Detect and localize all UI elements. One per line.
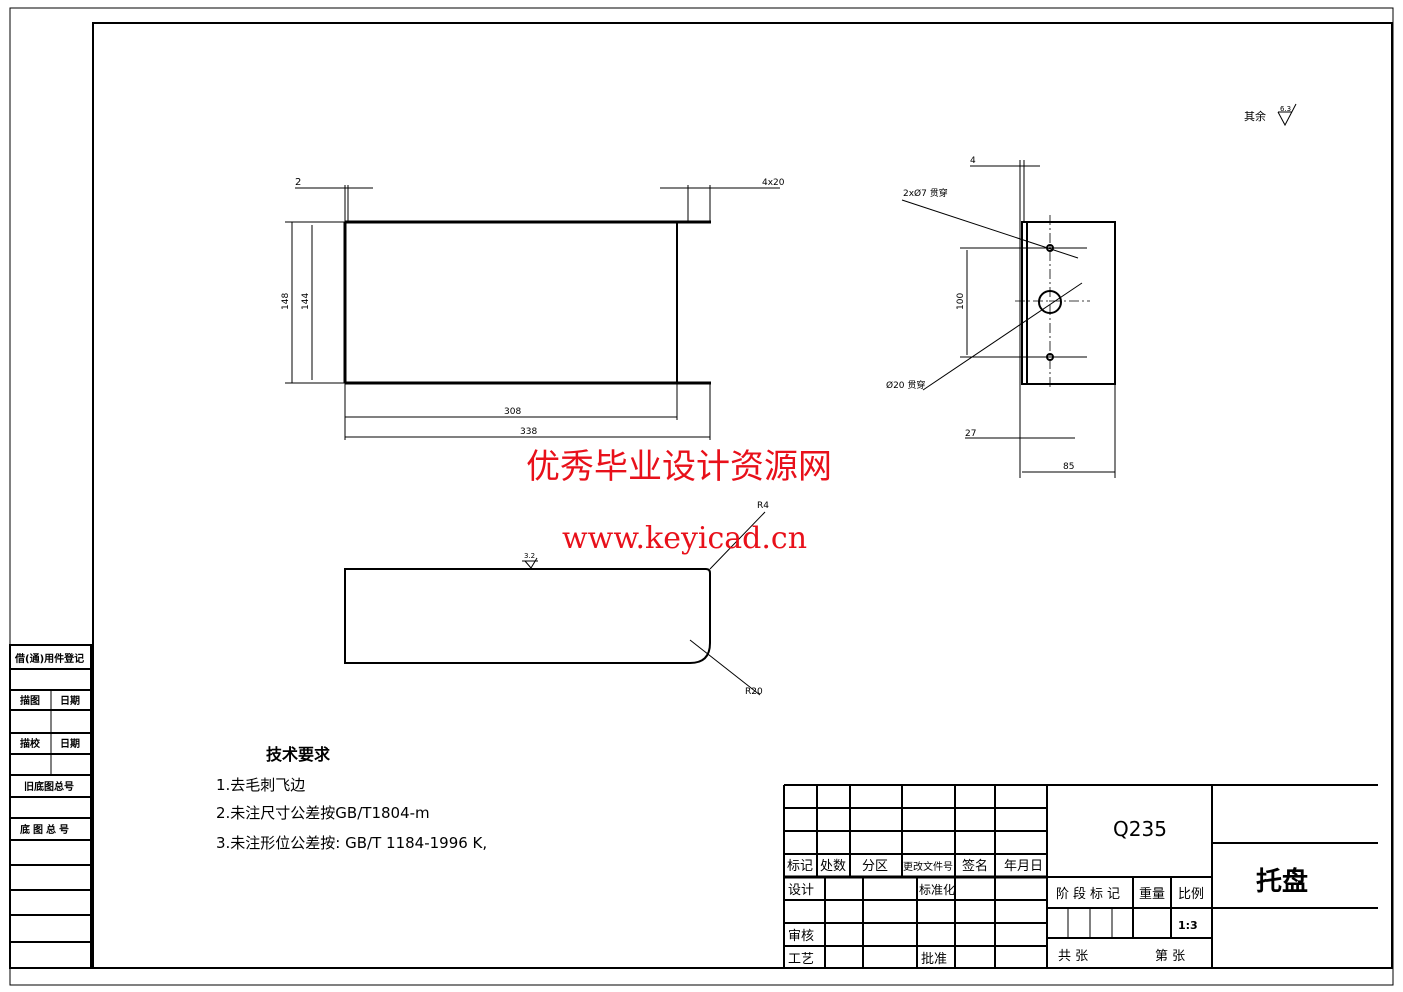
- dim-2: 2: [295, 177, 301, 188]
- dim-85: 85: [1063, 462, 1074, 472]
- register-old-no: 旧底图总号: [24, 780, 74, 793]
- side-view: [901, 160, 1116, 478]
- scale-label: 比例: [1178, 887, 1204, 902]
- dim-27: 27: [965, 429, 976, 439]
- dim-100: 100: [956, 293, 966, 310]
- title-block: [783, 784, 1378, 968]
- stage-mark-label: 阶段标记: [1056, 887, 1124, 902]
- tech-req-title: 技术要求: [266, 745, 331, 764]
- sheet-number: 第 张: [1155, 949, 1185, 964]
- part-name: 托盘: [1256, 866, 1308, 897]
- dim-338: 338: [520, 427, 537, 437]
- watermark-title: 优秀毕业设计资源网: [526, 447, 832, 487]
- register-base-no: 底图总号: [20, 823, 72, 836]
- register-date: 日期: [60, 737, 80, 750]
- register-column: [9, 644, 92, 969]
- dim-r20: R20: [745, 687, 763, 697]
- weight-label: 重量: [1139, 886, 1165, 902]
- material: Q235: [1113, 817, 1167, 841]
- callout-large-hole: Ø20 贯穿: [886, 379, 925, 391]
- roughness-symbol-icon: [1277, 103, 1297, 127]
- watermark-url[interactable]: www.keyicad.cn: [562, 521, 807, 556]
- dim-r4: R4: [757, 501, 769, 511]
- roughness-other-value: 6.3: [1280, 105, 1291, 113]
- dim-308: 308: [504, 407, 521, 417]
- sheets-total: 共 张: [1058, 949, 1088, 964]
- header-mark: 标记: [787, 859, 813, 874]
- roughness-other-label: 其余: [1244, 109, 1266, 123]
- scale-value: 1:3: [1178, 919, 1198, 932]
- approve-label: 批准: [921, 952, 947, 967]
- dim-144: 144: [301, 293, 311, 310]
- header-date: 年月日: [1004, 859, 1043, 874]
- process-label: 工艺: [788, 952, 814, 967]
- front-view: [285, 185, 780, 440]
- dim-4: 4: [970, 156, 976, 166]
- callout-small-holes: 2xØ7 贯穿: [903, 187, 948, 199]
- header-sign: 签名: [962, 858, 988, 874]
- drawing-frame: [92, 22, 1393, 969]
- top-view: [344, 511, 766, 696]
- register-title: 借(通)用件登记: [14, 652, 84, 665]
- register-check: 描校: [20, 737, 41, 750]
- review-label: 审核: [788, 929, 814, 944]
- header-change-doc: 更改文件号: [903, 860, 953, 873]
- tech-req-item: 1.去毛刺飞边: [216, 776, 305, 794]
- header-zone: 分区: [862, 859, 888, 874]
- design-label: 设计: [788, 883, 814, 898]
- tech-req-item: 3.未注形位公差按: GB/T 1184-1996 K,: [216, 834, 487, 852]
- register-date: 日期: [60, 694, 80, 707]
- standardize-label: 标准化: [919, 883, 955, 897]
- register-trace: 描图: [20, 694, 40, 707]
- tech-req-item: 2.未注尺寸公差按GB/T1804-m: [216, 804, 430, 822]
- header-count: 处数: [820, 859, 846, 874]
- roughness-value: 3.2: [524, 552, 535, 560]
- dim-148: 148: [281, 293, 291, 310]
- dim-4x20: 4x20: [762, 178, 785, 188]
